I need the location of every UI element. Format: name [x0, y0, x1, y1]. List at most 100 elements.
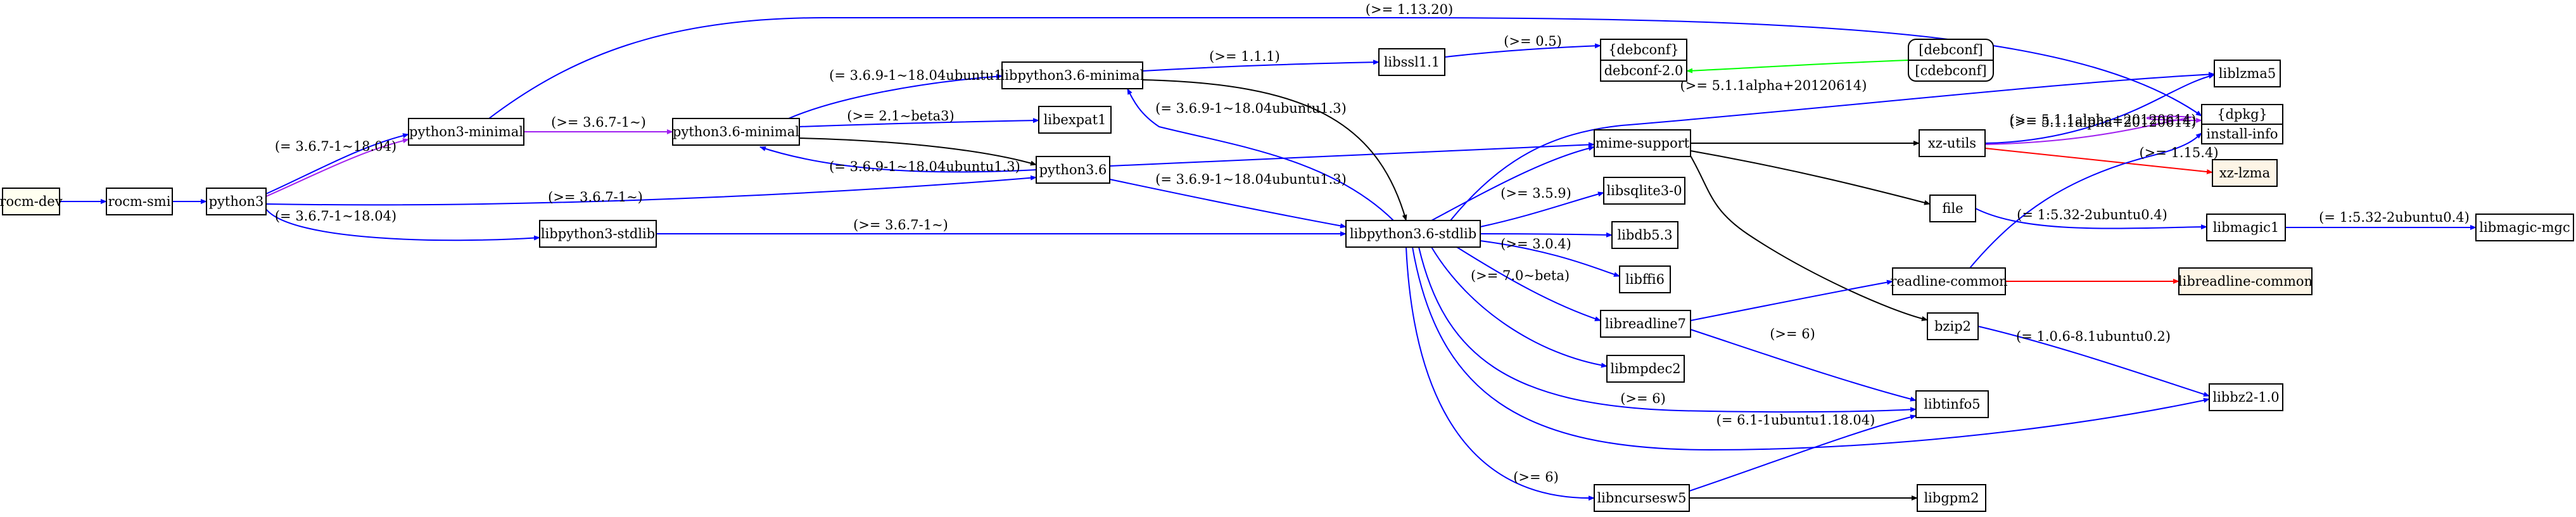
node-label: libreadline-common: [2178, 274, 2313, 289]
node-libmpdec2[interactable]: libmpdec2: [1606, 355, 1685, 383]
node-libffi6[interactable]: libffi6: [1619, 265, 1671, 293]
node-label: libpython3-stdlib: [541, 226, 655, 241]
node-libsqlite3-0[interactable]: libsqlite3-0: [1603, 177, 1685, 205]
edge-line: [265, 175, 1037, 206]
edge-label: (>= 2.1~beta3): [847, 108, 954, 124]
node-libssl1-1[interactable]: libssl1.1: [1378, 48, 1445, 76]
edge-mimesupport-file: [1690, 150, 1931, 205]
node-label: mime-support: [1596, 136, 1690, 151]
node-label: python3-minimal: [409, 124, 523, 139]
edge-libpy36stdlib-libtinfo5: [1418, 246, 1917, 413]
node-box: [2212, 159, 2278, 187]
node-box: [206, 188, 267, 215]
edge-label: (>= 7.0~beta): [1471, 268, 1570, 283]
node-libgpm2[interactable]: libgpm2: [1917, 484, 1986, 512]
edge-line: [265, 138, 409, 197]
node-box: [2214, 60, 2281, 87]
node-box: [1929, 195, 1976, 222]
node-box: [2209, 383, 2283, 411]
edge-line: [1480, 240, 1620, 277]
node-box: [1917, 484, 1986, 512]
edge-xzutils-xzlzma: [1984, 148, 2213, 175]
node-dpkg[interactable]: {dpkg}install-info: [2201, 104, 2283, 144]
node-box: [1611, 221, 1678, 249]
edge-label: (>= 6): [1513, 469, 1559, 485]
edge-libpy36stdlib-liblzma5: [1450, 72, 2215, 221]
edge-libpy36stdlib-libmpdec2: [1431, 246, 1608, 368]
node-box: [1892, 267, 2006, 295]
edge-libpy36min-libssl: [1142, 60, 1380, 72]
node-label: libpython3.6-minimal: [1001, 68, 1145, 83]
edge-mimesupport-bzip2: [1690, 155, 1928, 321]
node-box: [2, 188, 60, 215]
node-label-bottom: [cdebconf]: [1915, 63, 1986, 79]
node-liblzma5[interactable]: liblzma5: [2214, 60, 2281, 87]
edge-python3-libpy3stdlib: [265, 208, 540, 241]
node-debconf[interactable]: {debconf}debconf-2.0: [1600, 39, 1687, 82]
node-bzip2[interactable]: bzip2: [1927, 312, 1979, 340]
node-label: python3.6-minimal: [673, 124, 799, 139]
node-libpython3-6-stdlib[interactable]: libpython3.6-stdlib: [1345, 220, 1481, 248]
edge-python3-python3min-a: [265, 133, 409, 195]
edge-line: [1690, 150, 1931, 205]
node-label: libsqlite3-0: [1606, 183, 1682, 198]
node-libmagic1[interactable]: libmagic1: [2206, 214, 2286, 241]
edge-bzip2-libbz2: [1977, 326, 2210, 397]
edge-line: [1969, 132, 2202, 269]
edge-xzutils-liblzma5: [1984, 73, 2215, 144]
node-libncursesw5[interactable]: libncursesw5: [1594, 484, 1690, 512]
edge-line: [1109, 179, 1347, 229]
edge-xzutils-dpkg: [1984, 115, 2202, 145]
node-label: libreadline7: [1605, 316, 1686, 331]
edge-line: [1450, 72, 2215, 221]
node-box: [2475, 214, 2574, 241]
node-python3-6[interactable]: python3.6: [1036, 156, 1110, 184]
edge-line: [1480, 232, 1613, 238]
node-libreadline-common[interactable]: libreadline-common: [2178, 267, 2313, 295]
node-label: libssl1.1: [1384, 54, 1440, 70]
node-python3-6-minimal[interactable]: python3.6-minimal: [672, 118, 800, 146]
node-box: [1001, 61, 1143, 89]
node-label: libpython3.6-stdlib: [1350, 226, 1476, 241]
edge-python3-python36: [265, 175, 1037, 206]
node-libexpat1[interactable]: libexpat1: [1038, 106, 1112, 134]
edge-python36min-python36: [799, 137, 1037, 166]
node-libmagic-mgc[interactable]: libmagic-mgc: [2475, 214, 2574, 241]
edge-label: (= 1.0.6-8.1ubuntu0.2): [2016, 329, 2171, 344]
edge-libpy36min-libpy36stdlib: [1142, 79, 1407, 221]
node-libdb5-3[interactable]: libdb5.3: [1611, 221, 1678, 249]
edge-libreadline7-libtinfo5: [1690, 329, 1917, 402]
node-box: [1919, 129, 1986, 157]
node-file[interactable]: file: [1929, 195, 1976, 222]
node-rocm-smi[interactable]: rocm-smi: [106, 188, 173, 215]
node-label: libdb5.3: [1617, 227, 1672, 243]
node-libtinfo5[interactable]: libtinfo5: [1915, 390, 1989, 418]
edge-label: (>= 3.5.9): [1501, 186, 1571, 201]
node-libreadline7[interactable]: libreadline7: [1600, 310, 1691, 338]
node-cdebconf[interactable]: [debconf][cdebconf]: [1908, 39, 1994, 82]
node-label: libbz2-1.0: [2212, 390, 2279, 405]
edge-label: (= 3.6.7-1~18.04): [275, 139, 397, 154]
node-xz-lzma[interactable]: xz-lzma: [2212, 159, 2278, 187]
node-libpython3-stdlib[interactable]: libpython3-stdlib: [539, 220, 657, 248]
node-libpython3-6-minimal[interactable]: libpython3.6-minimal: [1001, 61, 1145, 89]
edge-python36-mimesupport: [1109, 142, 1595, 167]
node-libbz2-1-0[interactable]: libbz2-1.0: [2209, 383, 2283, 411]
node-box: [539, 220, 657, 248]
node-mime-support[interactable]: mime-support: [1594, 129, 1691, 157]
edge-label: (>= 1.15.4): [2139, 145, 2218, 160]
node-rocm-dev[interactable]: rocm-dev: [0, 188, 63, 215]
node-xz-utils[interactable]: xz-utils: [1919, 129, 1986, 157]
node-label: libtinfo5: [1924, 397, 1980, 412]
node-python3[interactable]: python3: [206, 188, 267, 215]
edge-line: [1142, 79, 1407, 221]
node-python3-minimal[interactable]: python3-minimal: [408, 118, 524, 146]
edge-libpy36stdlib-libreadline7: [1456, 246, 1601, 321]
node-box: [1606, 355, 1685, 383]
edge-line: [265, 208, 540, 241]
node-readline-common[interactable]: readline-common: [1890, 267, 2008, 295]
edge-libpy36stdlib-libdb: [1480, 232, 1613, 238]
node-box: [1927, 312, 1979, 340]
edge-libpy36stdlib-libffi: [1480, 240, 1620, 277]
